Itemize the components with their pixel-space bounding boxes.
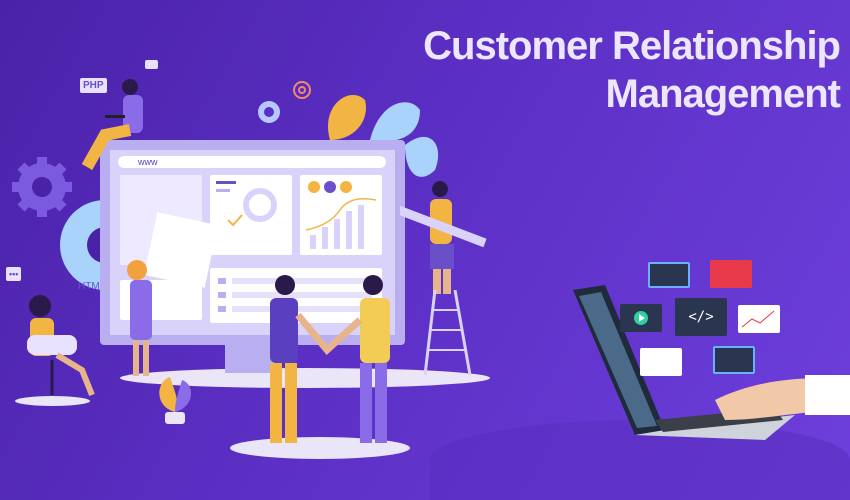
title-line-1: Customer Relationship — [423, 24, 841, 68]
profile-window-icon — [640, 348, 682, 376]
title-line-2: Management — [605, 72, 841, 116]
credit-card-icon — [710, 260, 752, 288]
dashboard-window-icon — [648, 262, 690, 288]
code-window-icon: </> — [675, 298, 727, 336]
small-gear-icon — [258, 101, 280, 123]
url-bar: www — [118, 156, 386, 168]
html-label: HTM — [78, 281, 100, 292]
developer-person — [81, 79, 143, 170]
potted-plant — [159, 377, 192, 424]
handshake-people — [270, 275, 390, 443]
outline-gear-icon — [293, 81, 311, 99]
woman-holding-paper — [127, 260, 152, 376]
woman-on-chair — [27, 295, 95, 397]
monitor-stand — [225, 345, 275, 373]
chart-panel — [210, 175, 292, 255]
floor-shadow — [120, 368, 490, 388]
bar-chart-panel — [300, 175, 382, 255]
video-play-icon — [620, 304, 662, 332]
painter-person — [400, 181, 487, 294]
chat-bubble: ••• — [6, 267, 22, 281]
floor-shadow — [15, 396, 90, 406]
chart-window-icon — [738, 305, 780, 333]
login-window-icon — [713, 346, 755, 374]
ladder — [423, 290, 472, 376]
gear-icon — [12, 157, 72, 217]
laptop — [573, 285, 850, 440]
leaf-decoration — [328, 94, 439, 177]
banner-title: Customer Relationship Management — [423, 22, 841, 118]
php-bubble: PHP — [80, 78, 107, 93]
chat-bubble-small — [145, 60, 158, 69]
